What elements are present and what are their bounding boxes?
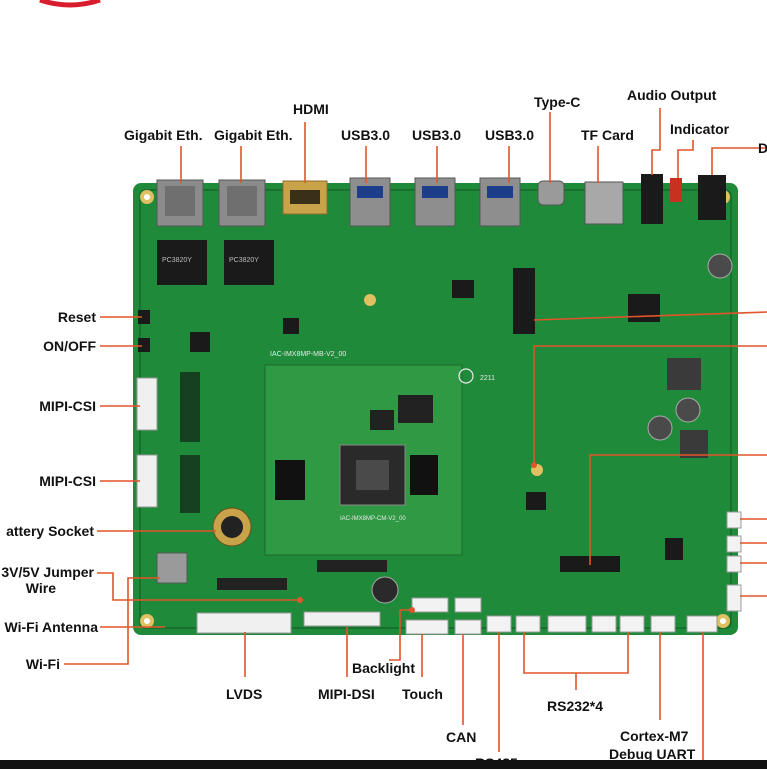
label-indicator: Indicator — [670, 121, 730, 137]
debug-uart-connector — [686, 615, 718, 633]
rs485-connector — [486, 615, 512, 633]
side-connector — [726, 535, 742, 553]
capacitor — [647, 415, 673, 441]
lvds-connector — [196, 612, 292, 634]
label-audio-output: Audio Output — [627, 87, 717, 103]
label-rs232: RS232*4 — [547, 698, 604, 714]
can-connector — [454, 597, 482, 613]
usb3-port — [349, 177, 391, 227]
tf-card-slot — [584, 181, 624, 225]
usb3-port — [479, 177, 521, 227]
label-dc-partial: D — [758, 140, 767, 156]
label-touch: Touch — [402, 686, 443, 702]
capacitor — [707, 253, 733, 279]
reset-button — [138, 310, 150, 324]
label-gigabit-eth-1: Gigabit Eth. — [124, 127, 203, 143]
wifi-module — [156, 552, 188, 584]
svg-text:PC3820Y: PC3820Y — [162, 257, 192, 264]
label-jumper-line1: 3V/5V Jumper — [1, 564, 94, 580]
debug-uart-connector — [650, 615, 676, 633]
label-usb3-1: USB3.0 — [341, 127, 391, 143]
svg-text:2211: 2211 — [480, 375, 495, 382]
leader-lines — [64, 108, 767, 760]
label-mipi-dsi: MIPI-DSI — [318, 686, 375, 702]
label-mipi-csi-1: MIPI-CSI — [39, 398, 96, 414]
backlight-connector — [411, 597, 449, 613]
power-button — [138, 338, 150, 352]
label-reset: Reset — [57, 309, 96, 325]
audio-jack — [641, 174, 663, 224]
label-battery-socket: attery Socket — [6, 523, 94, 539]
indicator-led — [670, 178, 682, 202]
label-type-c: Type-C — [534, 94, 581, 110]
can-connector — [454, 619, 482, 635]
label-gigabit-eth-2: Gigabit Eth. — [214, 127, 293, 143]
svg-text:IAC-IMX8MP-CM-V2_00: IAC-IMX8MP-CM-V2_00 — [340, 516, 406, 522]
capacitor — [675, 397, 701, 423]
svg-text:PC3820Y: PC3820Y — [229, 257, 259, 264]
rs232-connector — [515, 615, 541, 633]
svg-text:IAC-IMX8MP-MB-V2_00: IAC-IMX8MP-MB-V2_00 — [270, 351, 346, 358]
label-jumper-line2: Wire — [25, 580, 56, 596]
label-on-off: ON/OFF — [43, 338, 96, 354]
side-connector — [726, 555, 742, 573]
label-wifi-antenna: Wi-Fi Antenna — [4, 619, 98, 635]
label-backlight: Backlight — [352, 660, 416, 676]
label-wifi: Wi-Fi — [25, 656, 60, 672]
rs232-connector — [591, 615, 617, 633]
rs232-connector — [619, 615, 645, 633]
label-cortex-line2: Debug UART — [609, 746, 696, 762]
mipi-csi-connector — [136, 377, 158, 431]
usb3-port — [414, 177, 456, 227]
label-usb3-3: USB3.0 — [485, 127, 535, 143]
side-connector — [726, 584, 742, 612]
label-usb3-2: USB3.0 — [412, 127, 462, 143]
dc-jack — [698, 175, 726, 220]
buzzer — [371, 576, 399, 604]
label-can: CAN — [446, 729, 477, 745]
side-connector — [726, 511, 742, 529]
label-lvds: LVDS — [226, 686, 263, 702]
rs232-connector — [547, 615, 587, 633]
logo-fragment — [39, 0, 101, 8]
label-hdmi: HDMI — [293, 101, 329, 117]
label-cortex-line1: Cortex-M7 — [620, 728, 689, 744]
bottom-bar — [0, 760, 767, 769]
magnetics-chip — [157, 240, 207, 285]
type-c-port — [537, 180, 565, 206]
label-mipi-csi-2: MIPI-CSI — [39, 473, 96, 489]
magnetics-chip — [224, 240, 274, 285]
mipi-dsi-connector — [303, 611, 381, 627]
label-tf-card: TF Card — [581, 127, 634, 143]
m2-slot — [513, 268, 535, 334]
touch-connector — [405, 619, 449, 635]
